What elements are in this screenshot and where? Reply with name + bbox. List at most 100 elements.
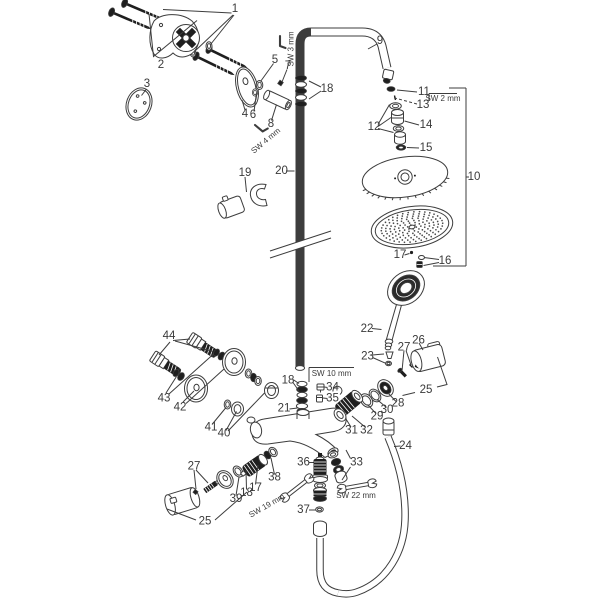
riser-pipe-and-arm (269, 27, 395, 371)
sw3-label: SW 3 mm (287, 31, 296, 66)
screw-35 (316, 394, 323, 403)
bracket-10 (433, 87, 469, 267)
callout-6: 6 (250, 109, 256, 121)
callout-18b: 18 (282, 375, 295, 387)
dome-escutcheon (216, 470, 234, 489)
sw2-label: SW 2 mm (425, 94, 460, 103)
sw19-label: SW 19 mm (247, 492, 286, 520)
callout-3: 3 (144, 78, 150, 90)
arm-end-nut (382, 68, 395, 84)
callout-9: 9 (377, 35, 383, 47)
callout-29: 29 (371, 411, 384, 423)
callout-18c: 18 (240, 487, 253, 499)
diverter-cap (313, 487, 327, 502)
callout-22: 22 (361, 323, 374, 335)
handle-knob (164, 487, 201, 516)
callout-43: 43 (158, 393, 171, 405)
handle-screw (397, 367, 407, 378)
callout-34: 34 (326, 382, 339, 394)
callout-4: 4 (242, 108, 249, 120)
callout-20: 20 (275, 165, 288, 177)
callout-42: 42 (174, 402, 187, 414)
bracket-disc (172, 24, 200, 52)
spring-clip (332, 385, 343, 395)
callout-32: 32 (360, 425, 373, 437)
callout-21: 21 (278, 403, 291, 415)
callout-2: 2 (158, 59, 164, 71)
callout-36: 36 (297, 457, 310, 469)
screw-34 (316, 383, 325, 393)
mounting-plate (148, 13, 200, 59)
overhead-shower-spray-plate (370, 205, 454, 249)
washer (251, 88, 259, 97)
escutcheon (222, 348, 246, 376)
pipe-break (270, 231, 331, 258)
callout-8: 8 (268, 118, 274, 130)
aerator-stack (327, 449, 351, 484)
ring-29 (359, 393, 374, 408)
callout-24: 24 (399, 440, 412, 452)
filter-and-seal (372, 351, 394, 367)
allen-key-icon (253, 119, 269, 134)
callout-5: 5 (272, 54, 278, 66)
callout-17a: 17 (394, 249, 407, 261)
callout-33: 33 (350, 457, 363, 469)
overhead-shower-top-plate (361, 155, 449, 199)
sw10-label: SW 10 mm (312, 369, 352, 378)
spray-nozzles (380, 210, 444, 244)
callout-labels: 1 2 3 4 5 6 7 8 9 18 11 13 12 14 15 10 1… (144, 3, 481, 528)
callout-19: 19 (239, 167, 252, 179)
callout-26: 26 (412, 335, 425, 347)
callout-44: 44 (163, 330, 176, 342)
sw10-bracket (308, 367, 354, 382)
callout-30: 30 (381, 404, 394, 416)
callout-15: 15 (420, 142, 433, 154)
nut (231, 401, 244, 417)
callout-11: 11 (418, 86, 430, 98)
escutcheon (184, 374, 208, 403)
callout-39: 39 (230, 493, 243, 505)
bracket-line (148, 13, 198, 58)
union-fittings (148, 331, 279, 432)
callout-10: 10 (468, 171, 481, 183)
nut (264, 382, 279, 399)
shower-hose (316, 417, 409, 598)
callout-17b: 17 (249, 482, 262, 494)
o-ring (255, 80, 264, 90)
hose-connector (313, 520, 327, 537)
pipe-o-rings (295, 74, 322, 108)
mixer-body (246, 407, 347, 459)
callout-37: 37 (297, 504, 310, 516)
callout-12: 12 (368, 121, 381, 133)
diverter-cartridge (312, 453, 328, 483)
callout-1: 1 (232, 3, 238, 15)
slider-holder (217, 170, 295, 219)
callout-23: 23 (361, 351, 374, 363)
callout-27a: 27 (398, 342, 411, 354)
callout-40: 40 (218, 428, 231, 440)
sw22-label: SW 22 mm (336, 491, 376, 500)
leader-lines (166, 457, 275, 521)
callout-13: 13 (417, 99, 430, 111)
mounting-screw (191, 50, 238, 80)
allen-key-icon (428, 93, 457, 101)
small-leader-lines (241, 63, 288, 121)
callout-28: 28 (392, 398, 405, 410)
oval-escutcheon (125, 87, 153, 121)
pipe-clamp (249, 183, 268, 207)
callout-27b: 27 (188, 461, 201, 473)
callout-16: 16 (439, 255, 452, 267)
callout-41: 41 (205, 422, 218, 434)
callout-31: 31 (345, 425, 358, 437)
swivel-nut (416, 255, 425, 268)
callout-25b: 25 (199, 516, 212, 528)
sleeve (263, 89, 292, 111)
leader-lines (162, 9, 235, 52)
temperature-handle (410, 341, 446, 372)
clip-ticks (362, 177, 450, 201)
callout-35: 35 (326, 393, 339, 405)
callout-18a: 18 (321, 83, 334, 95)
allen-key-icon (278, 34, 287, 50)
callout-7: 7 (285, 60, 291, 72)
